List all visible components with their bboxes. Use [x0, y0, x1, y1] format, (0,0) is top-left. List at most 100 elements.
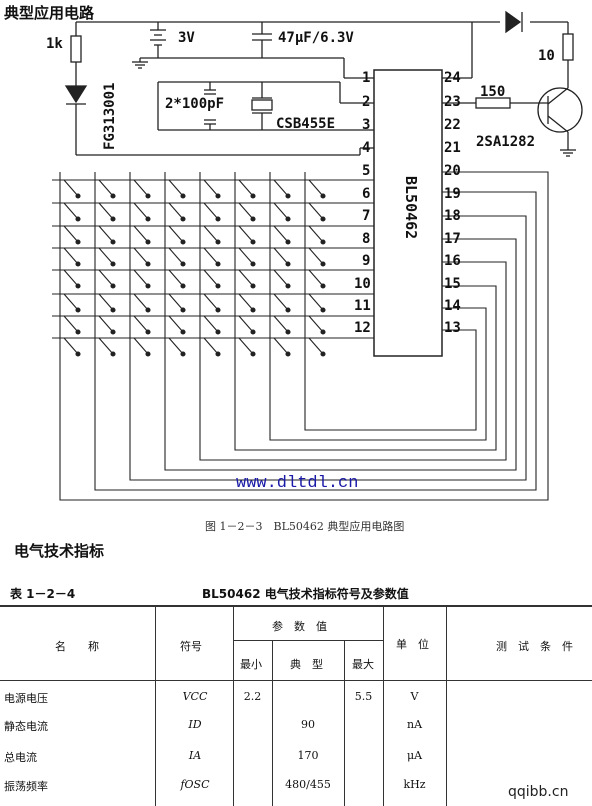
cell-name: 电源电压 — [4, 692, 48, 705]
matrix-node — [180, 283, 186, 289]
matrix-switch — [168, 315, 184, 333]
matrix-switch — [203, 225, 219, 243]
matrix-switch — [273, 179, 289, 197]
matrix-node — [145, 307, 151, 313]
matrix-node — [285, 307, 291, 313]
matrix-node — [110, 283, 116, 289]
matrix-switch — [133, 179, 149, 197]
cell-max: 5.5 — [354, 690, 373, 703]
pin-right-19: 19 — [444, 186, 461, 202]
matrix-switch — [273, 315, 289, 333]
pin-left-10: 10 — [354, 276, 371, 292]
matrix-node — [250, 193, 256, 199]
matrix-switch — [98, 202, 114, 220]
matrix-node — [180, 351, 186, 357]
matrix-switch — [98, 293, 114, 311]
pin-right-17: 17 — [444, 231, 461, 247]
matrix-node — [180, 329, 186, 335]
matrix-node — [180, 307, 186, 313]
params-subheader-rule — [233, 640, 383, 641]
label-led-left: FG313001 — [102, 82, 118, 150]
matrix-switch — [63, 247, 79, 265]
pin-right-16: 16 — [444, 253, 461, 269]
label-resistor-10: 10 — [538, 48, 555, 64]
matrix-node — [250, 239, 256, 245]
matrix-node — [145, 239, 151, 245]
label-transistor: 2SA1282 — [476, 134, 536, 150]
matrix-switch — [168, 247, 184, 265]
matrix-node — [320, 283, 326, 289]
pin-right-23: 23 — [444, 94, 461, 110]
matrix-switch — [238, 315, 254, 333]
matrix-switch — [133, 247, 149, 265]
col-divider-4 — [344, 640, 345, 806]
matrix-switch — [203, 337, 219, 355]
cell-unit: nA — [406, 718, 423, 731]
matrix-switch — [133, 225, 149, 243]
matrix-node — [180, 239, 186, 245]
matrix-node — [320, 329, 326, 335]
matrix-switch — [133, 315, 149, 333]
matrix-node — [250, 351, 256, 357]
matrix-node — [75, 239, 81, 245]
pin-left-3: 3 — [362, 117, 371, 133]
matrix-node — [110, 261, 116, 267]
header-name: 名 称 — [55, 640, 99, 653]
matrix-switch — [238, 202, 254, 220]
matrix-node — [285, 283, 291, 289]
matrix-switch — [273, 247, 289, 265]
matrix-node — [250, 283, 256, 289]
matrix-switch — [168, 269, 184, 287]
cell-unit: μA — [406, 749, 423, 762]
label-resonator: CSB455E — [276, 116, 336, 132]
pin-left-11: 11 — [354, 298, 371, 314]
matrix-node — [250, 307, 256, 313]
matrix-node — [110, 329, 116, 335]
pin-left-4: 4 — [362, 140, 371, 156]
matrix-node — [180, 216, 186, 222]
matrix-node — [215, 193, 221, 199]
matrix-node — [75, 283, 81, 289]
cell-symbol: fOSC — [180, 778, 210, 791]
header-min: 最小 — [240, 658, 262, 671]
matrix-switch — [133, 337, 149, 355]
col-divider-2 — [233, 605, 234, 806]
pin-right-20: 20 — [444, 163, 461, 179]
matrix-switch — [203, 315, 219, 333]
label-battery: 3V — [178, 30, 195, 46]
col-divider-1 — [155, 605, 156, 806]
matrix-node — [285, 351, 291, 357]
pin-right-14: 14 — [444, 298, 461, 314]
matrix-switch — [168, 337, 184, 355]
matrix-switch — [308, 247, 324, 265]
label-cap-47uf: 47μF/6.3V — [278, 30, 354, 46]
header-params: 参 数 值 — [272, 620, 327, 633]
matrix-switch — [203, 293, 219, 311]
matrix-node — [145, 216, 151, 222]
cell-name: 总电流 — [4, 751, 37, 764]
cell-unit: kHz — [403, 778, 426, 791]
table-top-rule — [0, 605, 592, 607]
label-resistor-1k: 1k — [46, 36, 63, 52]
matrix-node — [215, 216, 221, 222]
matrix-switch — [203, 179, 219, 197]
matrix-switch — [63, 315, 79, 333]
matrix-switch — [98, 269, 114, 287]
table-header-rule — [0, 680, 592, 681]
matrix-switch — [308, 337, 324, 355]
matrix-node — [320, 193, 326, 199]
header-symbol: 符号 — [180, 640, 202, 653]
matrix-node — [110, 239, 116, 245]
matrix-node — [320, 307, 326, 313]
pin-right-21: 21 — [444, 140, 461, 156]
cell-typ: 480/455 — [285, 778, 331, 791]
pin-left-1: 1 — [362, 70, 371, 86]
matrix-switch — [98, 315, 114, 333]
matrix-node — [285, 216, 291, 222]
matrix-switch — [238, 225, 254, 243]
matrix-switch — [203, 202, 219, 220]
matrix-switch — [308, 293, 324, 311]
matrix-switch — [308, 315, 324, 333]
matrix-switch — [63, 337, 79, 355]
header-max: 最大 — [352, 658, 374, 671]
